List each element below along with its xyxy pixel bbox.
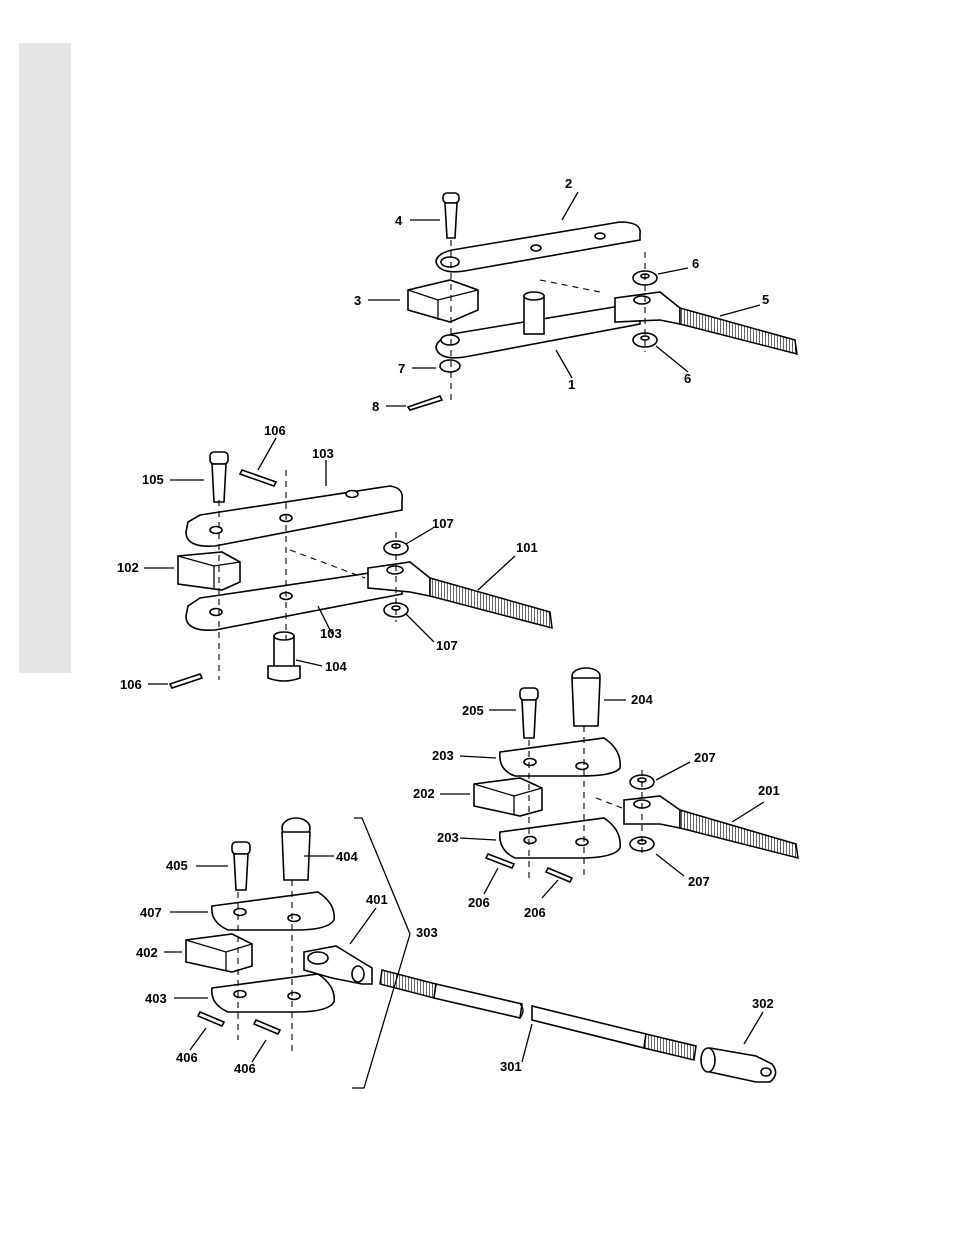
assembly-group-1: [368, 192, 797, 410]
part-206-cotter-pin: [546, 868, 572, 882]
part-202-block: [474, 778, 542, 816]
label-205: 205: [462, 703, 484, 718]
label-402: 402: [136, 945, 158, 960]
part-203-plate-top: [500, 738, 620, 776]
part-303-bracket: [352, 818, 410, 1088]
label-4: 4: [395, 213, 403, 228]
label-207-bottom: 207: [688, 874, 710, 889]
label-303: 303: [416, 925, 438, 940]
label-201: 201: [758, 783, 780, 798]
label-301: 301: [500, 1059, 522, 1074]
label-202: 202: [413, 786, 435, 801]
label-106-top: 106: [264, 423, 286, 438]
label-106-bottom: 106: [120, 677, 142, 692]
label-206-right: 206: [524, 905, 546, 920]
label-403: 403: [145, 991, 167, 1006]
assembly-group-3: [440, 668, 798, 898]
label-5: 5: [762, 292, 769, 307]
label-204: 204: [631, 692, 653, 707]
part-106-cotter-pin: [240, 470, 276, 486]
label-203-bottom: 203: [437, 830, 459, 845]
label-8: 8: [372, 399, 379, 414]
part-3-block: [408, 280, 478, 322]
label-406-right: 406: [234, 1061, 256, 1076]
label-101: 101: [516, 540, 538, 555]
label-104: 104: [325, 659, 347, 674]
label-1: 1: [568, 377, 575, 392]
part-406-cotter-pin: [198, 1012, 224, 1026]
part-406-cotter-pin: [254, 1020, 280, 1034]
part-402-block: [186, 934, 252, 972]
label-203-top: 203: [432, 748, 454, 763]
label-105: 105: [142, 472, 164, 487]
label-107-bottom: 107: [436, 638, 458, 653]
label-406-left: 406: [176, 1050, 198, 1065]
label-407: 407: [140, 905, 162, 920]
label-6-top: 6: [692, 256, 699, 271]
label-103-bottom: 103: [320, 626, 342, 641]
part-403-plate-bottom: [212, 974, 334, 1012]
part-102-block: [178, 552, 240, 590]
label-405: 405: [166, 858, 188, 873]
part-106-cotter-pin: [170, 674, 202, 688]
label-102: 102: [117, 560, 139, 575]
part-302-connector: [706, 1048, 776, 1082]
assembly-group-2: [144, 438, 552, 688]
part-201-rod-end: [624, 796, 680, 828]
label-3: 3: [354, 293, 361, 308]
part-203-plate-bottom: [500, 818, 620, 858]
part-4-pin: [443, 193, 459, 203]
part-205-pin: [520, 688, 538, 700]
label-2: 2: [565, 176, 572, 191]
part-407-plate-top: [212, 892, 334, 930]
label-401: 401: [366, 892, 388, 907]
label-302: 302: [752, 996, 774, 1011]
label-103-top: 103: [312, 446, 334, 461]
label-107-top: 107: [432, 516, 454, 531]
label-207-top: 207: [694, 750, 716, 765]
label-7: 7: [398, 361, 405, 376]
part-7-washer: [440, 360, 460, 372]
part-301-rod: [434, 984, 522, 1018]
part-105-pin: [210, 452, 228, 464]
label-206-left: 206: [468, 895, 490, 910]
label-6-bottom: 6: [684, 371, 691, 386]
part-8-cotter-pin: [408, 396, 442, 410]
label-404: 404: [336, 849, 358, 864]
part-206-cotter-pin: [486, 854, 514, 868]
part-405-pin: [232, 842, 250, 854]
